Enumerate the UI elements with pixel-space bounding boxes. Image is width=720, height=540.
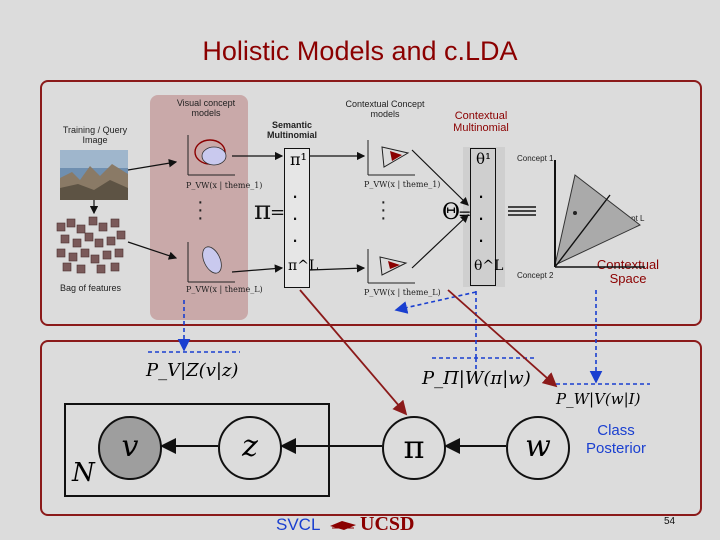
pi-vertical-dots: ...: [292, 178, 299, 247]
slide-title: Holistic Models and c.LDA: [202, 36, 518, 66]
bottom-panel: [40, 340, 702, 516]
ucsd-logo-icon: [328, 518, 358, 532]
pi-bracket: [284, 148, 310, 288]
bag-of-features-label: Bag of features: [60, 283, 122, 293]
concept-1-label: Concept 1: [517, 154, 554, 163]
class-posterior-label: Class Posterior: [585, 422, 647, 457]
visual-pdf-L: P_VW(x | theme_L): [186, 285, 263, 294]
node-z-label: z: [242, 429, 258, 464]
visual-models-label: Visual concept models: [176, 98, 236, 118]
visual-pdf-1: P_VW(x | theme_1): [186, 181, 263, 190]
contextual-multinomial-label: Contextual Multinomial: [453, 110, 509, 134]
theta-L: θ^L: [474, 258, 504, 274]
contextual-models-label: Contextual Concept models: [345, 99, 425, 119]
visual-vertical-dots: ···: [197, 191, 204, 229]
theta-1: θ¹: [476, 150, 492, 168]
concept-2-label: Concept 2: [517, 271, 554, 280]
plate-N: [64, 403, 330, 497]
contextual-space-label: Contextual Space: [596, 257, 660, 286]
node-pi: π: [382, 416, 446, 480]
p-vz-label: P_V|Z(v|z): [146, 360, 239, 381]
contextual-model-plot-1: [367, 140, 415, 176]
node-w-label: w: [525, 429, 551, 464]
page-number: 54: [664, 516, 676, 527]
training-query-label: Training / Query Image: [62, 125, 128, 145]
theta-vertical-dots: ...: [478, 178, 485, 247]
visual-model-plot-L: [187, 242, 235, 283]
contextual-pdf-L: P_VW(x | theme_L): [364, 288, 441, 297]
semantic-multinomial-label: Semantic Multinomial: [267, 120, 317, 140]
node-v: v: [98, 416, 162, 480]
pi-symbol: π: [254, 196, 272, 226]
visual-model-plot-1: [187, 135, 235, 176]
contextual-pdf-1: P_VW(x | theme_1): [364, 180, 441, 189]
p-w-v-label: P_W|V(w|I): [556, 390, 641, 408]
node-pi-label: π: [403, 428, 425, 466]
footer-ucsd: UCSD: [360, 513, 415, 535]
theta-symbol: Θ: [442, 200, 461, 225]
node-w: w: [506, 416, 570, 480]
top-panel: [40, 80, 702, 326]
node-v-label: v: [121, 429, 139, 464]
pi-1: π¹: [290, 150, 307, 169]
theta-bracket: [470, 148, 496, 286]
pi-equals: =: [270, 202, 286, 223]
node-z: z: [218, 416, 282, 480]
scene-image: [60, 150, 128, 200]
footer-svcl: SVCL: [276, 515, 321, 534]
bag-of-features-icon: [56, 216, 126, 274]
contextual-vertical-dots: ···: [380, 191, 387, 229]
simplex-diagram: [508, 160, 645, 268]
plate-N-label: N: [72, 458, 95, 488]
p-pi-w-label: P_Π|W(π|w): [422, 368, 531, 389]
contextual-model-plot-L: [367, 249, 415, 284]
